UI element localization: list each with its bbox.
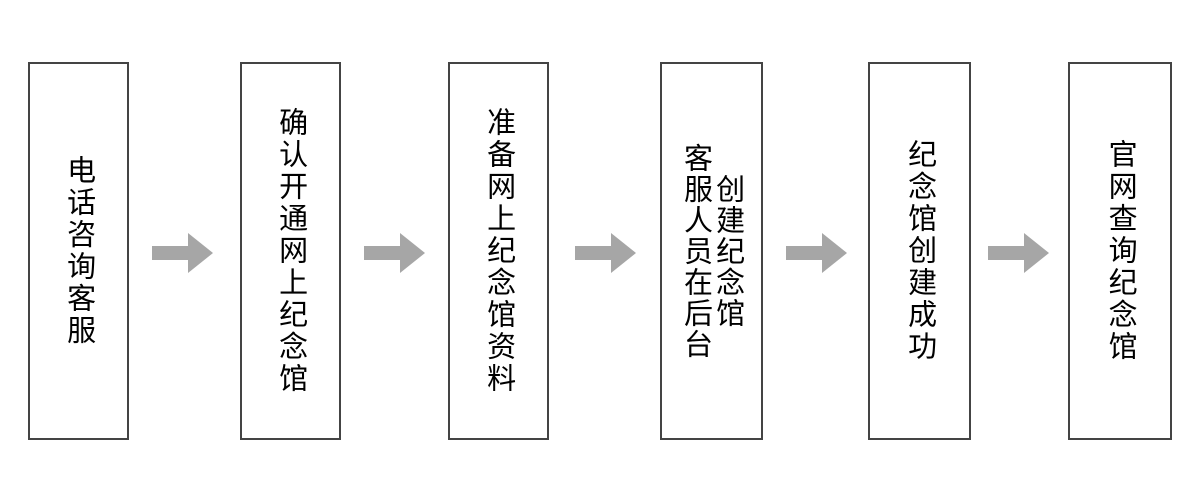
flow-node-2[interactable]: 确认开通网上纪念馆 bbox=[240, 62, 341, 440]
flow-arrow-5-icon bbox=[988, 232, 1050, 274]
flow-node-4-label-column-2: 创建纪念馆 bbox=[711, 173, 744, 329]
flow-node-5-label: 纪念馆创建成功 bbox=[903, 139, 936, 363]
flow-node-6-label: 官网查询纪念馆 bbox=[1104, 139, 1137, 363]
flow-node-5[interactable]: 纪念馆创建成功 bbox=[868, 62, 971, 440]
flow-node-6[interactable]: 官网查询纪念馆 bbox=[1068, 62, 1172, 440]
flow-arrow-2-icon bbox=[364, 232, 426, 274]
flow-arrow-3-icon bbox=[575, 232, 637, 274]
flow-node-3[interactable]: 准备网上纪念馆资料 bbox=[448, 62, 549, 440]
flow-arrow-4-icon bbox=[786, 232, 848, 274]
flow-node-1-label: 电话咨询客服 bbox=[62, 155, 95, 347]
flow-arrow-1-icon bbox=[152, 232, 214, 274]
flow-node-4[interactable]: 创建纪念馆 客服人员在后台 bbox=[660, 62, 763, 440]
flow-node-2-label: 确认开通网上纪念馆 bbox=[274, 107, 307, 395]
flow-node-3-label: 准备网上纪念馆资料 bbox=[482, 107, 515, 395]
flow-node-1[interactable]: 电话咨询客服 bbox=[28, 62, 129, 440]
flow-node-4-label-column-1: 客服人员在后台 bbox=[679, 142, 712, 360]
